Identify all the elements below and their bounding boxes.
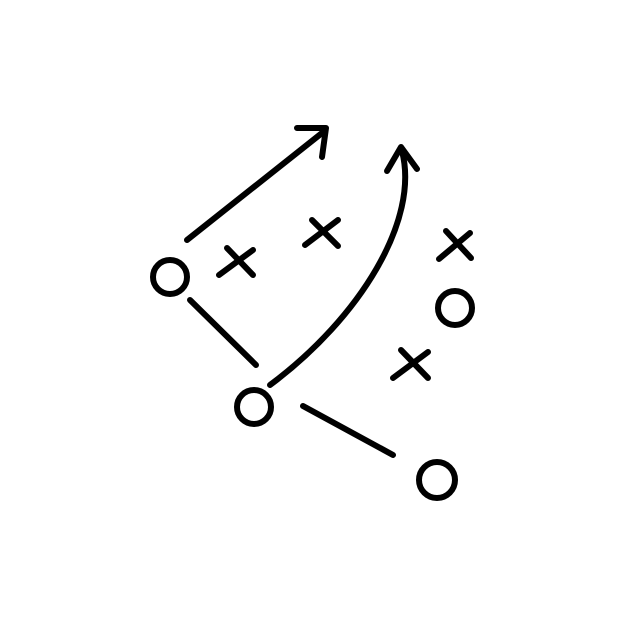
x-marker-1 xyxy=(216,245,256,278)
curved-arrow-shaft xyxy=(267,148,409,388)
o-marker-left xyxy=(150,257,190,297)
straight-arrow-head xyxy=(294,125,329,160)
diagram-strokes xyxy=(150,125,475,501)
o-marker-bottom-right xyxy=(416,459,458,501)
x-marker-3 xyxy=(436,228,474,262)
curved-arrow xyxy=(267,144,420,388)
o-marker-center xyxy=(234,387,274,427)
connector-line-right xyxy=(300,403,396,458)
o-marker-right xyxy=(435,288,475,328)
x-marker-2 xyxy=(302,217,341,249)
connector-line-left xyxy=(187,297,259,368)
curved-arrow-head xyxy=(384,144,420,174)
straight-arrow xyxy=(184,125,329,243)
x-marker-4 xyxy=(390,347,431,381)
straight-arrow-shaft xyxy=(184,130,325,243)
